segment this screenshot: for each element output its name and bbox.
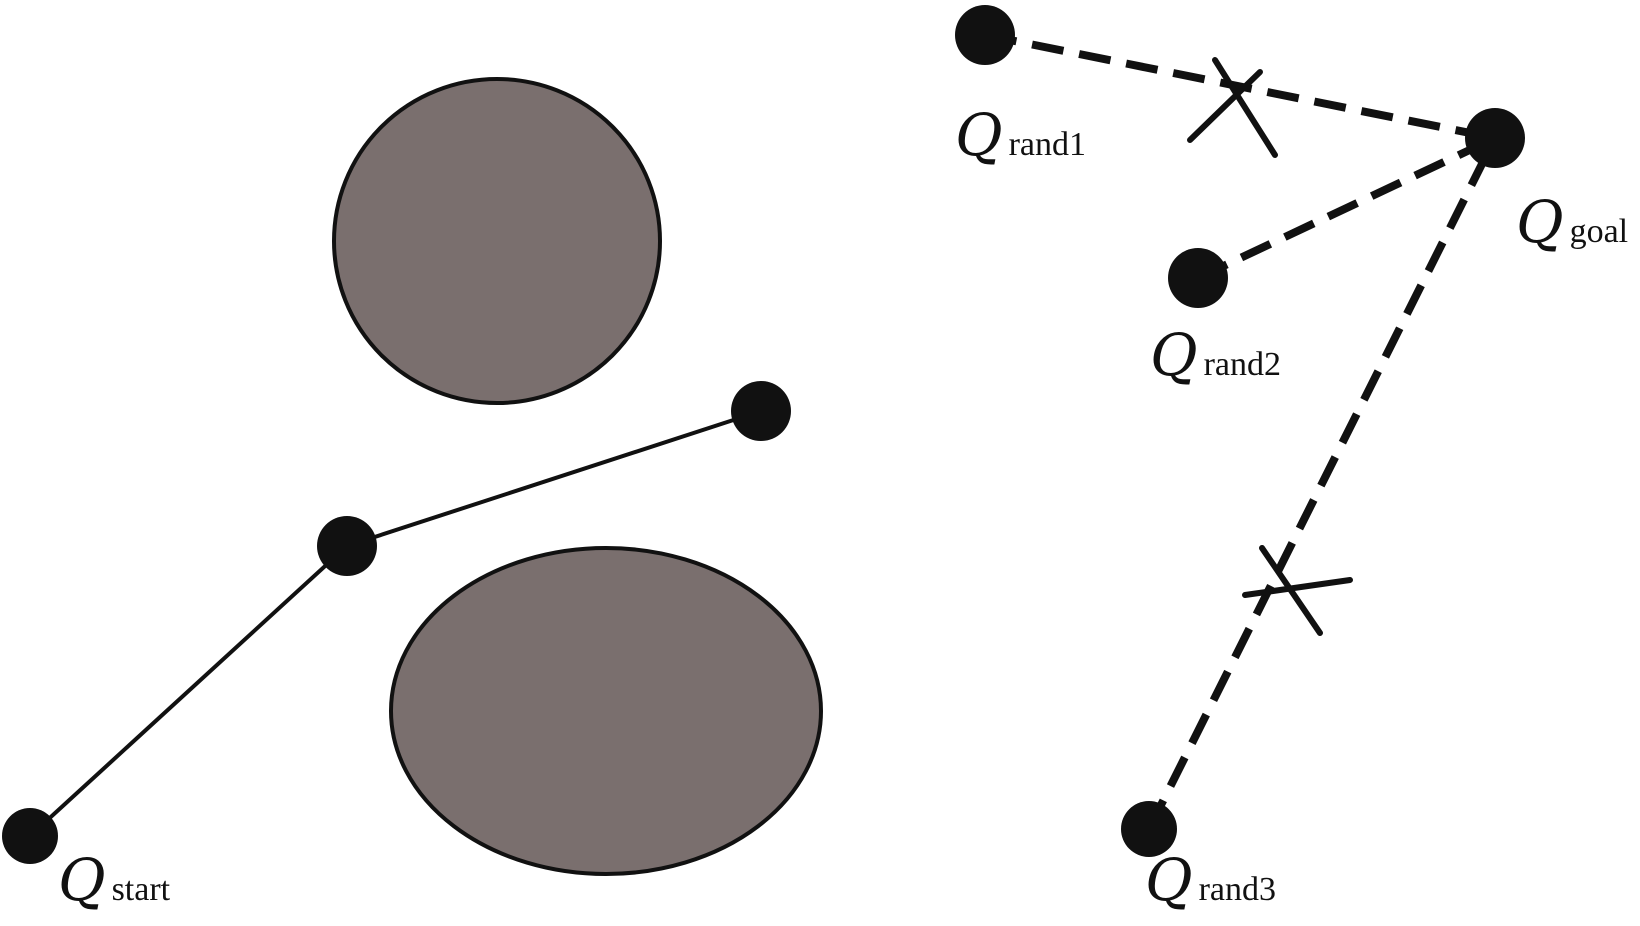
label-rand3-main: Q [1145,846,1193,914]
node-rand2 [1168,248,1228,308]
node-start [2,808,58,864]
label-goal-sub: goal [1570,213,1629,250]
edge-rand3-goal [1145,136,1499,831]
label-goal-main: Q [1516,188,1564,256]
edge-rand1-goal [984,31,1496,142]
label-rand1-sub: rand1 [1009,126,1086,163]
edge-rand2-goal [1196,134,1497,282]
node-rand3 [1121,801,1177,857]
node-tree-end [731,381,791,441]
label-rand2-main: Q [1150,321,1198,389]
tree-edge-mid-end [346,409,762,548]
blocked-marker-rand3 [1242,545,1353,636]
label-rand3-sub: rand3 [1199,871,1276,908]
label-rand2-sub: rand2 [1204,346,1281,383]
obstacle-lower [389,546,823,876]
tree-edge-start-mid [28,544,349,838]
label-start-sub: start [112,871,171,908]
node-tree-mid [317,516,377,576]
label-rand1-main: Q [955,101,1003,169]
blocked-marker-rand1 [1187,57,1278,158]
label-start-main: Q [58,846,106,914]
obstacle-upper [332,77,662,405]
node-rand1 [955,5,1015,65]
node-goal [1465,108,1525,168]
